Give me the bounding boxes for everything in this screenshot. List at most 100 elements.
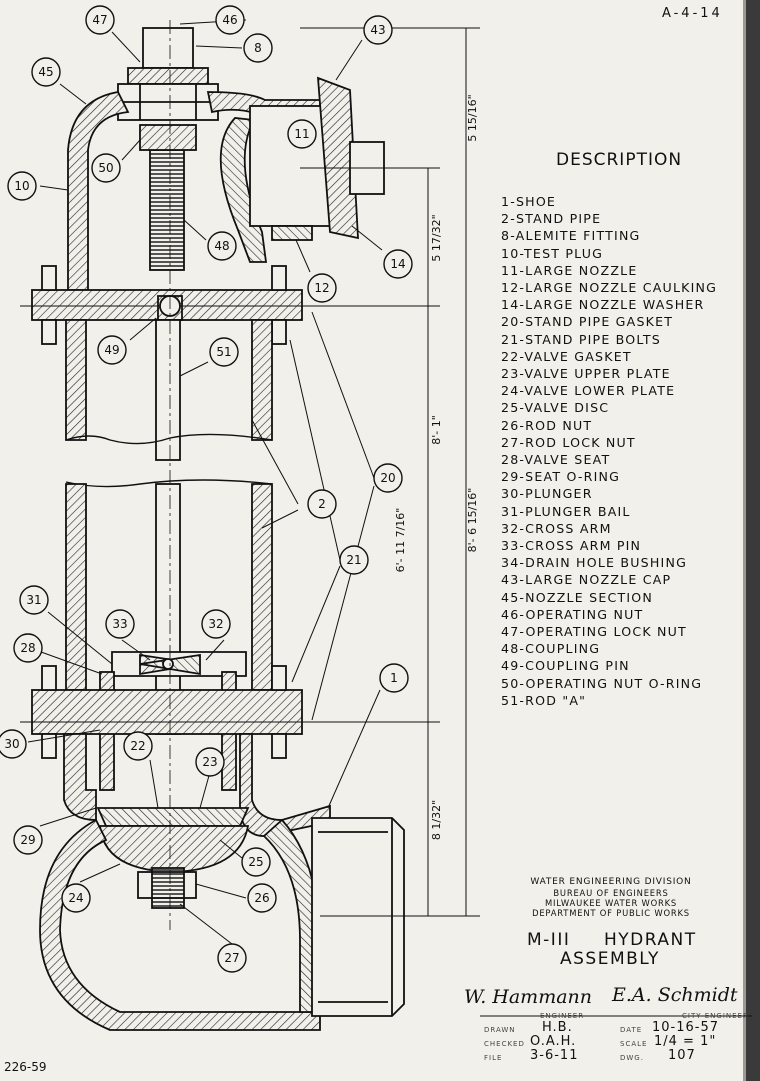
file-label: FILE xyxy=(484,1054,503,1062)
svg-text:46: 46 xyxy=(222,13,237,27)
callout-1: 1 xyxy=(379,663,409,693)
sheet-edge-shadow xyxy=(743,0,746,1081)
part-item: 27-ROD LOCK NUT xyxy=(501,434,636,450)
callout-47: 47 xyxy=(85,5,115,35)
description-title: DESCRIPTION xyxy=(556,150,683,170)
svg-text:31: 31 xyxy=(26,593,41,607)
engineer-label: ENGINEER xyxy=(540,1012,585,1020)
svg-text:2: 2 xyxy=(318,497,326,511)
svg-text:47: 47 xyxy=(92,13,107,27)
dwg-value: 107 xyxy=(668,1048,696,1063)
svg-text:51: 51 xyxy=(216,345,231,359)
callout-43: 43 xyxy=(363,15,393,45)
callout-23: 23 xyxy=(195,747,225,777)
svg-text:21: 21 xyxy=(346,553,361,567)
svg-text:27: 27 xyxy=(224,951,239,965)
dimension-5-15-16: 5 15/16" xyxy=(466,94,479,141)
part-item: 46-OPERATING NUT xyxy=(501,606,644,622)
part-item: 34-DRAIN HOLE BUSHING xyxy=(501,555,688,571)
svg-text:20: 20 xyxy=(380,471,395,485)
scale-label: SCALE xyxy=(620,1040,648,1048)
callout-50: 50 xyxy=(91,153,121,183)
dimension-6-11-7-16: 6'- 11 7/16" xyxy=(394,508,407,573)
part-item: 49-COUPLING PIN xyxy=(501,658,630,674)
svg-text:48: 48 xyxy=(214,239,229,253)
part-item: 2-STAND PIPE xyxy=(501,211,602,227)
part-item: 48-COUPLING xyxy=(501,641,601,657)
corner-number: 226-59 xyxy=(4,1060,47,1074)
division-name: WATER ENGINEERING DIVISION xyxy=(530,877,692,887)
part-item: 21-STAND PIPE BOLTS xyxy=(501,331,661,347)
part-item: 11-LARGE NOZZLE xyxy=(501,262,638,278)
drawn-value: H.B. xyxy=(542,1020,573,1035)
svg-text:8: 8 xyxy=(254,41,262,55)
svg-text:49: 49 xyxy=(104,343,119,357)
callout-22: 22 xyxy=(123,731,153,761)
dimension-8-1-32: 8 1/32" xyxy=(430,800,443,840)
callout-8: 8 xyxy=(243,33,273,63)
callout-31: 31 xyxy=(19,585,49,615)
part-item: 33-CROSS ARM PIN xyxy=(501,538,642,554)
part-item: 45-NOZZLE SECTION xyxy=(501,589,654,605)
callout-51: 51 xyxy=(209,337,239,367)
callout-25: 25 xyxy=(241,847,271,877)
callout-21: 21 xyxy=(339,545,369,575)
model-number: M-III xyxy=(527,930,571,950)
works-name: MILWAUKEE WATER WORKS xyxy=(544,898,678,908)
sheet-number: A-4-14 xyxy=(662,6,723,21)
part-item: 51-ROD "A" xyxy=(501,692,587,708)
svg-text:12: 12 xyxy=(314,281,329,295)
city-engineer-signature: E.A. Schmidt xyxy=(612,984,738,1006)
drawing-title-line1: HYDRANT xyxy=(604,930,697,950)
svg-text:33: 33 xyxy=(112,617,127,631)
callout-28: 28 xyxy=(13,633,43,663)
svg-text:30: 30 xyxy=(4,737,19,751)
part-item: 50-OPERATING NUT O-RING xyxy=(501,675,703,691)
svg-text:10: 10 xyxy=(14,179,29,193)
file-value: 3-6-11 xyxy=(530,1048,579,1063)
engineer-signature: W. Hammann xyxy=(464,986,593,1008)
svg-text:50: 50 xyxy=(98,161,113,175)
dimension-8-1: 8'- 1" xyxy=(430,415,443,445)
part-item: 1-SHOE xyxy=(501,194,557,209)
part-item: 47-OPERATING LOCK NUT xyxy=(501,624,687,640)
part-item: 29-SEAT O-RING xyxy=(501,469,621,485)
part-item: 14-LARGE NOZZLE WASHER xyxy=(501,297,705,313)
part-item: 22-VALVE GASKET xyxy=(501,348,632,364)
part-item: 20-STAND PIPE GASKET xyxy=(501,314,674,330)
part-item: 24-VALVE LOWER PLATE xyxy=(501,383,676,399)
parts-list: 1-SHOE 2-STAND PIPE 8-ALEMITE FITTING 10… xyxy=(501,193,717,709)
svg-text:22: 22 xyxy=(130,739,145,753)
department-name: DEPARTMENT OF PUBLIC WORKS xyxy=(532,908,690,918)
dimension-5-17-32: 5 17/32" xyxy=(430,214,443,261)
callout-2: 2 xyxy=(307,489,337,519)
callout-30: 30 xyxy=(0,729,27,759)
part-item: 12-LARGE NOZZLE CAULKING xyxy=(501,280,718,296)
callout-27: 27 xyxy=(217,943,247,973)
city-engineer-label: CITY ENGINEER xyxy=(682,1012,749,1020)
svg-text:26: 26 xyxy=(254,891,269,905)
callout-46: 46 xyxy=(215,5,245,35)
svg-text:29: 29 xyxy=(20,833,35,847)
callout-32: 32 xyxy=(201,609,231,639)
svg-text:1: 1 xyxy=(390,671,398,685)
callout-49: 49 xyxy=(97,335,127,365)
part-item: 23-VALVE UPPER PLATE xyxy=(501,366,671,382)
svg-text:28: 28 xyxy=(20,641,35,655)
dwg-label: DWG. xyxy=(620,1054,644,1062)
callout-26: 26 xyxy=(247,883,277,913)
bureau-name: BUREAU OF ENGINEERS xyxy=(553,888,669,898)
part-item: 28-VALVE SEAT xyxy=(501,452,611,468)
part-item: 43-LARGE NOZZLE CAP xyxy=(501,572,672,588)
scale-value: 1/4 = 1" xyxy=(654,1034,717,1049)
svg-text:11: 11 xyxy=(294,127,309,141)
part-item: 8-ALEMITE FITTING xyxy=(501,228,641,244)
callout-45: 45 xyxy=(31,57,61,87)
part-item: 26-ROD NUT xyxy=(501,417,593,433)
checked-label: CHECKED xyxy=(484,1040,525,1048)
svg-text:23: 23 xyxy=(202,755,217,769)
part-item: 32-CROSS ARM xyxy=(501,520,612,536)
callout-33: 33 xyxy=(105,609,135,639)
